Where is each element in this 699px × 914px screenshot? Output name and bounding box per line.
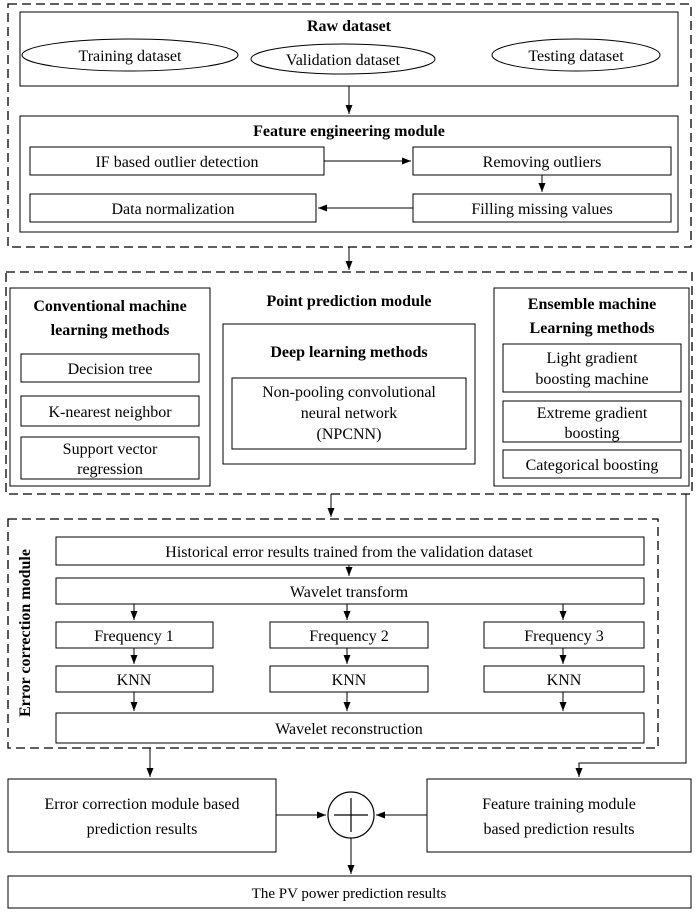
catboost-box xyxy=(502,449,682,479)
conventional-ml-title-line2: learning methods xyxy=(51,322,170,339)
xgboost-line2: boosting xyxy=(564,425,619,442)
deep-learning-title: Deep learning methods xyxy=(270,344,427,361)
validation-dataset-label: Validation dataset xyxy=(286,52,401,69)
error-correction-results-line1: Error correction module based xyxy=(44,796,239,813)
support-vector-regression-line1: Support vector xyxy=(63,441,158,458)
npcnn-line3: (NPCNN) xyxy=(317,426,382,443)
ensemble-ml-title-line2: Learning methods xyxy=(530,320,655,337)
frequency-1-label: Frequency 1 xyxy=(94,628,174,645)
knn-3-label: KNN xyxy=(547,672,582,689)
data-normalization-box xyxy=(29,193,317,223)
raw-dataset-box: Raw dataset Training dataset Validation … xyxy=(19,11,679,87)
data-normalization-label: Data normalization xyxy=(111,201,234,218)
npcnn-line2: neural network xyxy=(301,405,397,422)
frequency-3-label: Frequency 3 xyxy=(524,628,604,645)
feature-training-results-line2: based prediction results xyxy=(483,821,634,838)
feature-engineering-title: Feature engineering module xyxy=(253,123,445,140)
historical-error-label: Historical error results trained from th… xyxy=(165,544,533,561)
error-correction-results-box xyxy=(7,778,277,853)
conventional-ml-panel: Conventional machine learning methods De… xyxy=(9,287,211,487)
feature-training-results-line1: Feature training module xyxy=(482,796,636,813)
error-correction-results-line2: prediction results xyxy=(87,821,198,838)
removing-outliers-label: Removing outliers xyxy=(483,154,602,171)
validation-dataset-ellipse xyxy=(250,43,436,75)
summation-node xyxy=(327,791,375,839)
filling-missing-values-label: Filling missing values xyxy=(471,201,612,218)
ensemble-ml-panel: Ensemble machine Learning methods Light … xyxy=(493,287,690,487)
support-vector-regression-line2: regression xyxy=(77,461,143,478)
arrow-prediction-to-feature-results xyxy=(575,494,687,777)
decision-tree-box xyxy=(20,353,200,383)
support-vector-regression-box xyxy=(20,436,200,480)
point-prediction-title: Point prediction module xyxy=(266,293,431,310)
final-results-label: The PV power prediction results xyxy=(252,886,447,902)
frequency-2-label: Frequency 2 xyxy=(309,628,389,645)
decision-tree-label: Decision tree xyxy=(68,361,153,378)
wavelet-transform-box xyxy=(55,577,645,605)
training-dataset-ellipse xyxy=(21,38,239,72)
npcnn-box xyxy=(231,377,467,450)
wavelet-reconstruction-box xyxy=(55,712,645,744)
k-nearest-neighbor-label: K-nearest neighbor xyxy=(48,404,172,421)
feature-training-results-box xyxy=(426,778,692,853)
error-correction-dashed-container xyxy=(7,518,659,749)
k-nearest-neighbor-box xyxy=(20,395,200,427)
wavelet-reconstruction-label: Wavelet reconstruction xyxy=(275,721,423,738)
testing-dataset-ellipse xyxy=(491,38,661,72)
conventional-ml-title-line1: Conventional machine xyxy=(33,298,186,315)
training-dataset-label: Training dataset xyxy=(79,48,183,65)
deep-learning-panel: Deep learning methods Non-pooling convol… xyxy=(222,323,476,465)
xgboost-line1: Extreme gradient xyxy=(537,405,648,422)
wavelet-transform-label: Wavelet transform xyxy=(290,584,409,601)
npcnn-line1: Non-pooling convolutional xyxy=(262,384,436,401)
catboost-label: Categorical boosting xyxy=(526,457,659,474)
knn-2-box xyxy=(269,665,429,693)
final-results-box xyxy=(7,875,692,909)
knn-2-label: KNN xyxy=(332,672,367,689)
testing-dataset-label: Testing dataset xyxy=(528,48,624,65)
lightgbm-line2: boosting machine xyxy=(535,371,648,388)
ensemble-ml-title-line1: Ensemble machine xyxy=(528,296,656,313)
feature-engineering-box: Feature engineering module IF based outl… xyxy=(19,115,679,233)
raw-dataset-title: Raw dataset xyxy=(307,18,392,35)
lightgbm-line1: Light gradient xyxy=(546,350,638,367)
frequency-2-box xyxy=(269,621,429,649)
if-outlier-detection-label: IF based outlier detection xyxy=(95,154,258,171)
historical-error-box xyxy=(55,536,645,566)
xgboost-box xyxy=(502,400,682,443)
knn-1-label: KNN xyxy=(117,672,152,689)
knn-3-box xyxy=(483,665,645,693)
lightgbm-box xyxy=(502,343,682,393)
point-prediction-dashed-container xyxy=(5,271,693,495)
frequency-3-box xyxy=(483,621,645,649)
error-correction-side-label: Error correction module xyxy=(17,549,34,717)
